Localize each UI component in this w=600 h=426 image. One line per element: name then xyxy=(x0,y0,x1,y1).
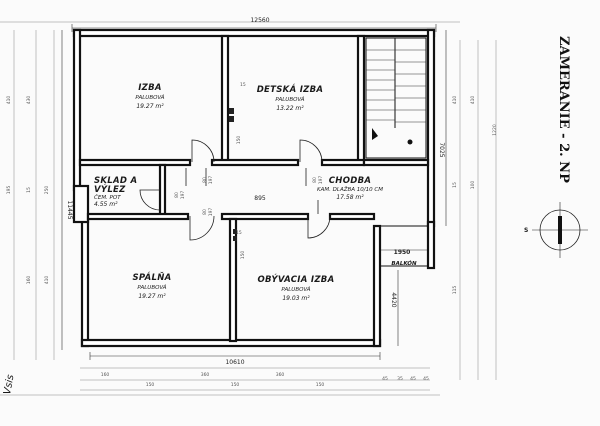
room-chodba-floor: KAM. DLAŽBA 10/10 CM xyxy=(317,185,383,193)
dim-left-5: 410 xyxy=(44,276,50,285)
staircase xyxy=(365,37,427,159)
room-sklad-area: 4.55 m² xyxy=(94,201,118,208)
dim-right-2: 100 xyxy=(470,181,476,190)
dim-balcony-width: 1950 xyxy=(394,249,411,256)
dim-open-1: 197 xyxy=(180,191,186,200)
room-obyvacia-name: OBÝVACIA IZBA xyxy=(258,273,335,285)
dim-open-2: 80 xyxy=(202,177,208,183)
room-izba: IZBA PALUBOVÁ 19.27 m² xyxy=(135,83,164,110)
room-izba-area: 19.27 m² xyxy=(136,103,164,110)
dim-left-0: 410 xyxy=(6,96,12,105)
page-title: ZAMERANIE - 2. NP xyxy=(556,36,571,183)
chimney-blocks xyxy=(229,108,237,241)
dim-bottom-6: 45 xyxy=(382,376,388,382)
room-izba-floor: PALUBOVÁ xyxy=(135,94,164,101)
dim-total-width-bottom: 10610 xyxy=(225,359,244,366)
room-detska-floor: PALUBOVÁ xyxy=(275,96,304,103)
dim-left-height: 11445 xyxy=(66,200,73,219)
room-sklad-name: SKLAD A xyxy=(94,176,137,186)
room-obyvacia-area: 19.03 m² xyxy=(282,295,310,302)
compass-label: S xyxy=(524,227,528,234)
main-dimensions: 12560 10610 1950 895 7025 11445 4420 xyxy=(66,17,445,366)
right-side-dims: 410 410 100 1220 15 115 xyxy=(452,96,498,295)
dim-left-4: 250 xyxy=(44,186,50,195)
room-sklad-floor: ČEM. POT xyxy=(94,194,121,201)
room-chodba-name: CHODBA xyxy=(329,176,372,186)
dim-right-0: 410 xyxy=(452,96,458,105)
room-detska-name: DETSKÁ IZBA xyxy=(257,83,324,95)
room-chodba-area: 17.58 m² xyxy=(336,194,364,201)
doors xyxy=(139,139,331,241)
dim-bottom-4: 360 xyxy=(276,372,285,378)
dim-open-8: 150 xyxy=(236,136,242,145)
dim-open-4: 80 xyxy=(312,177,318,183)
dim-open-6: 80 xyxy=(202,209,208,215)
dim-bottom-3: 150 xyxy=(231,382,240,388)
room-balkon-name: BALKÓN xyxy=(391,260,417,267)
dim-open-9: 15 xyxy=(240,82,246,88)
dim-right-height-upper: 7025 xyxy=(438,142,445,157)
dim-left-3: 15 xyxy=(26,187,32,193)
dim-bottom-7: 35 xyxy=(397,376,403,382)
room-spalna-name: SPÁLŇA xyxy=(132,271,171,283)
dim-bottom-9: 45 xyxy=(423,376,429,382)
room-detska-area: 13.22 m² xyxy=(276,105,304,112)
left-side-dims: 410 195 430 15 250 410 160 xyxy=(6,96,50,285)
dim-bottom-1: 150 xyxy=(146,382,155,388)
margin-note: Vsis xyxy=(2,374,16,396)
room-sklad: SKLAD A VÝLEZ ČEM. POT 4.55 m² xyxy=(94,176,137,208)
paper-guidelines xyxy=(0,21,497,396)
dim-open-3: 197 xyxy=(208,176,214,185)
dim-right-3: 1220 xyxy=(492,124,498,136)
dim-open-10: 150 xyxy=(240,251,246,260)
dim-open-5: 197 xyxy=(318,176,324,185)
dim-balcony-height: 4420 xyxy=(390,292,397,307)
dim-left-6: 160 xyxy=(26,276,32,285)
room-izba-name: IZBA xyxy=(138,83,162,93)
dim-right-1: 410 xyxy=(470,96,476,105)
room-balkon: BALKÓN xyxy=(391,260,417,267)
dim-open-0: 80 xyxy=(174,192,180,198)
dim-bottom-8: 45 xyxy=(410,376,416,382)
dim-open-7: 197 xyxy=(208,208,214,217)
room-detska: DETSKÁ IZBA PALUBOVÁ 13.22 m² xyxy=(257,83,324,112)
dim-left-1: 195 xyxy=(6,186,12,195)
room-spalna: SPÁLŇA PALUBOVÁ 19.27 m² xyxy=(132,271,171,300)
opening-dims: 80 197 80 197 80 197 80 197 150 15 150 1… xyxy=(174,82,324,259)
dim-right-4: 15 xyxy=(452,182,458,188)
dim-left-2: 430 xyxy=(26,96,32,105)
room-obyvacia: OBÝVACIA IZBA PALUBOVÁ 19.03 m² xyxy=(258,273,335,302)
dim-corridor-length: 895 xyxy=(254,195,266,202)
room-chodba: CHODBA KAM. DLAŽBA 10/10 CM 17.58 m² xyxy=(317,176,383,201)
bottom-row-dims: 160 150 360 150 360 150 45 35 45 45 xyxy=(101,372,429,388)
room-sklad-name2: VÝLEZ xyxy=(94,183,126,195)
dim-total-width-top: 12560 xyxy=(250,17,269,24)
dim-right-5: 115 xyxy=(452,286,458,295)
dim-bottom-2: 360 xyxy=(201,372,210,378)
interior-walls xyxy=(78,34,430,343)
dim-bottom-5: 150 xyxy=(316,382,325,388)
dim-bottom-0: 160 xyxy=(101,372,110,378)
room-spalna-floor: PALUBOVÁ xyxy=(137,284,166,291)
north-compass: S xyxy=(524,202,588,258)
room-obyvacia-floor: PALUBOVÁ xyxy=(281,286,310,293)
stair-arrow-icon xyxy=(372,128,378,140)
dim-open-11: 15 xyxy=(236,230,242,236)
room-spalna-area: 19.27 m² xyxy=(138,293,166,300)
dimension-lines xyxy=(61,24,447,360)
